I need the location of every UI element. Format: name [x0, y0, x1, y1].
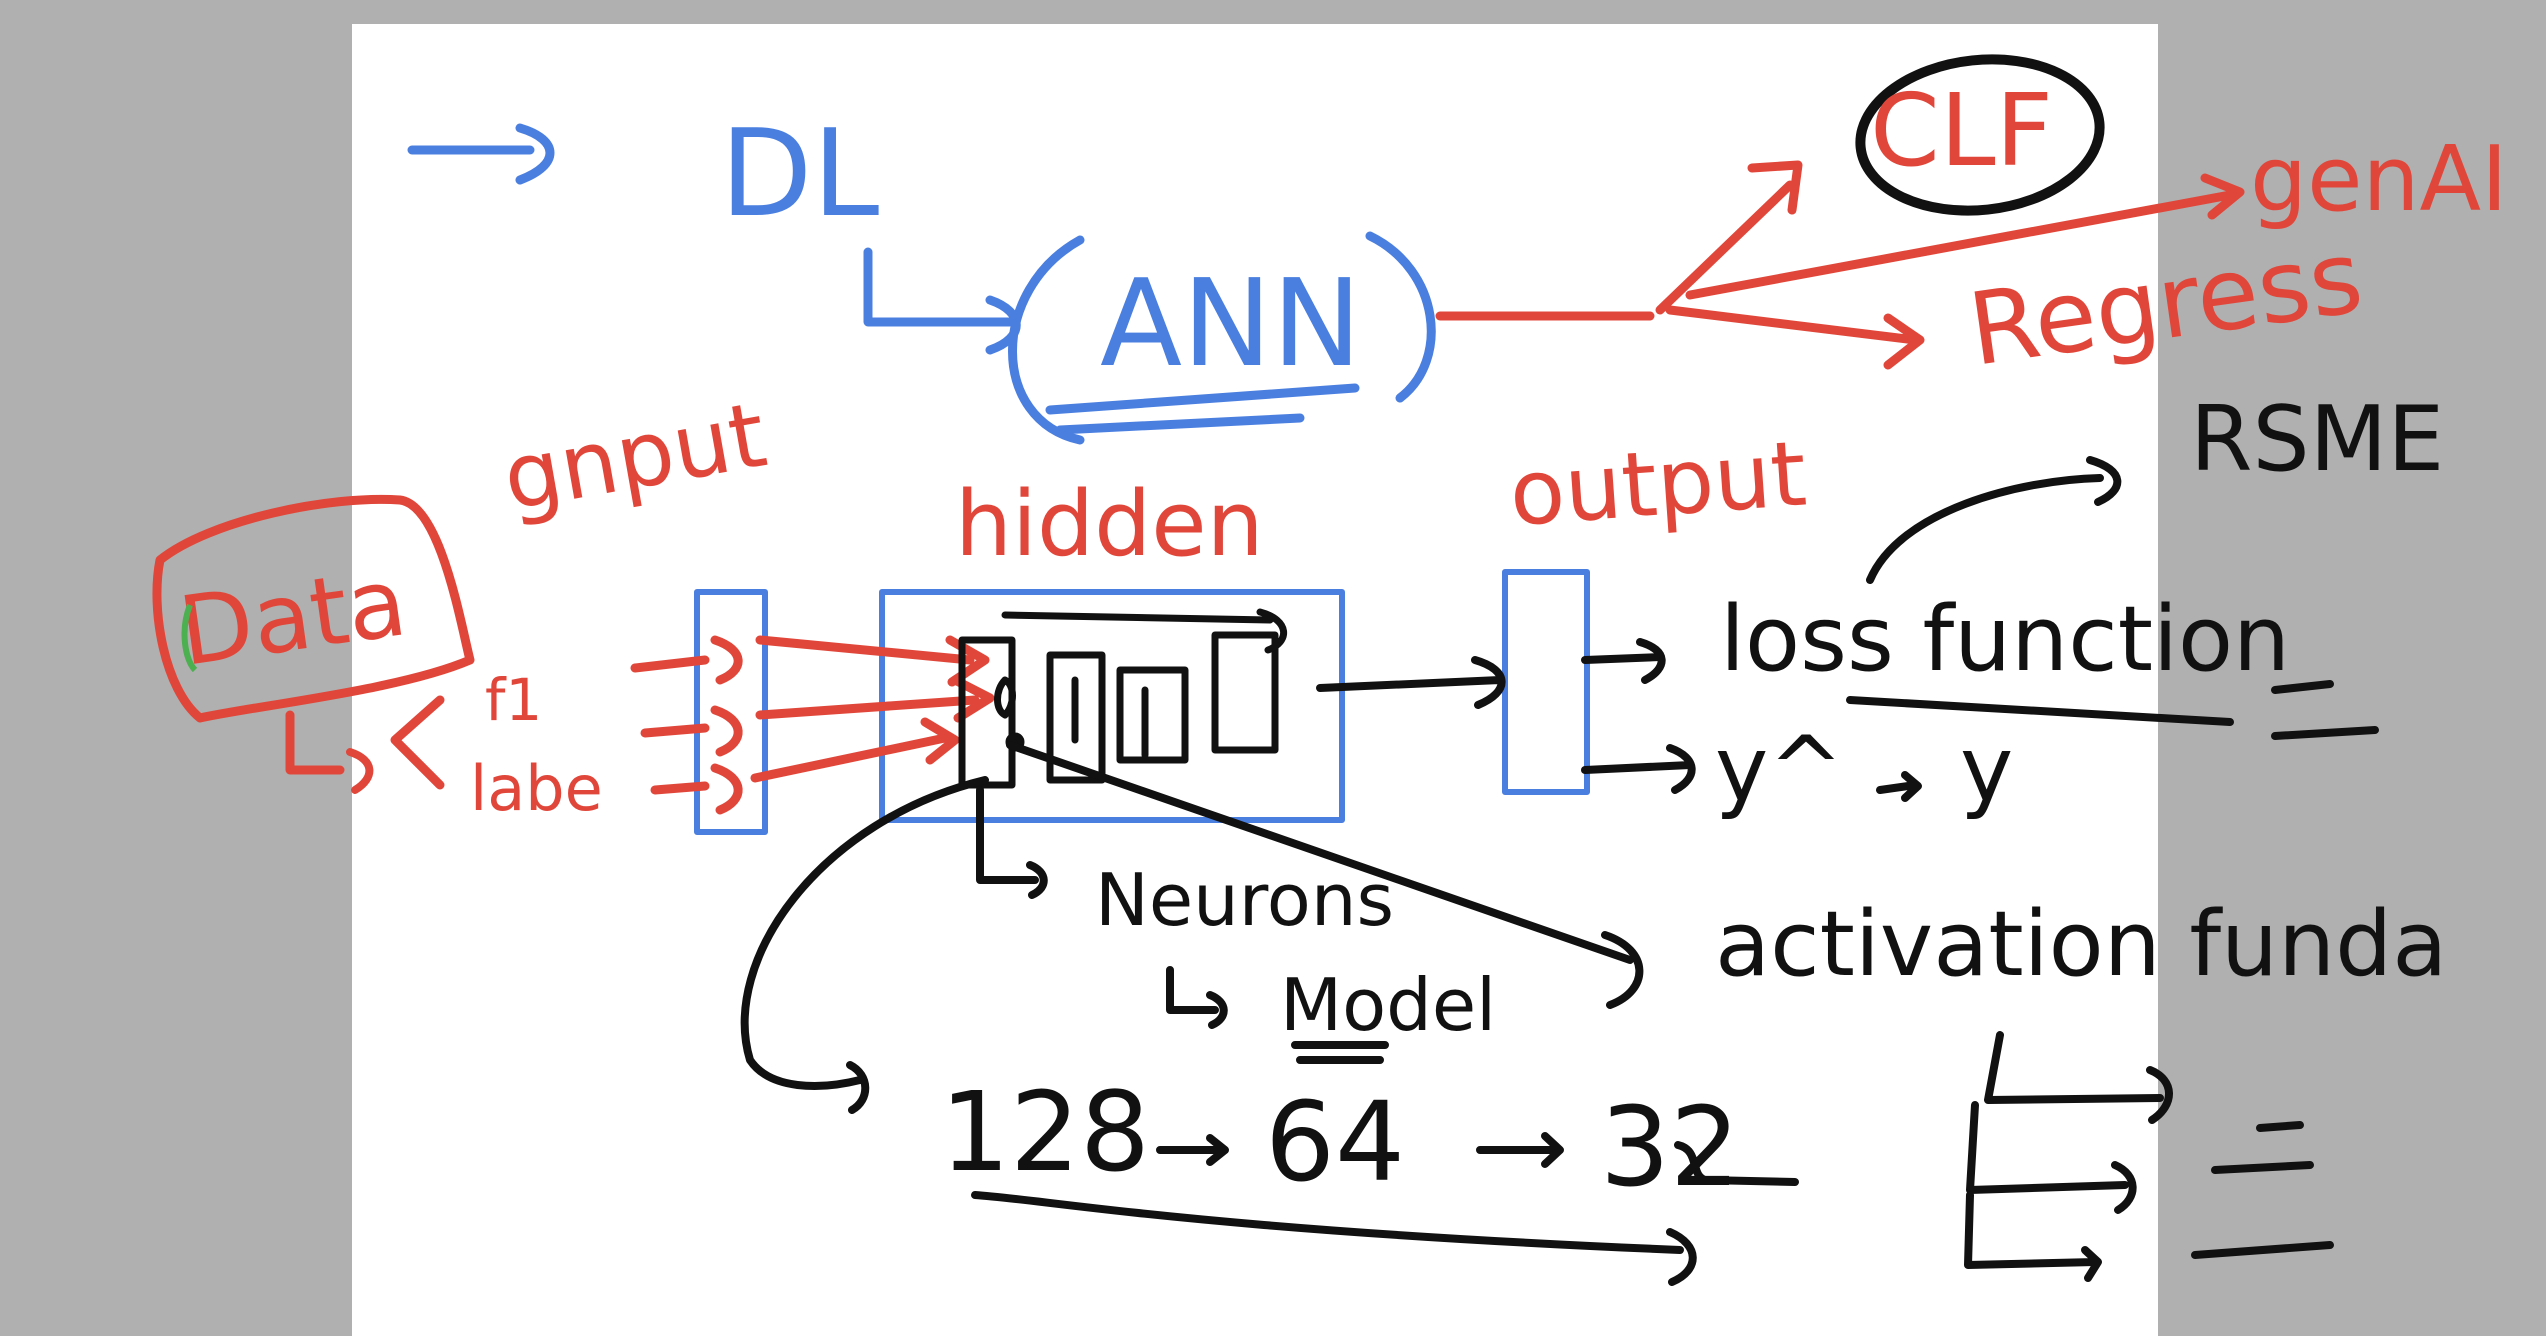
data-small-arrow: [346, 748, 374, 794]
clf-circle: [1855, 54, 2105, 216]
seq-underline-arrow: [971, 1191, 1697, 1286]
ann-label: ANN: [1100, 255, 1362, 394]
genai-label: genAI: [2250, 127, 2508, 232]
seq-128-label: 128: [940, 1068, 1150, 1196]
hidden-label: hidden: [955, 472, 1264, 577]
activation-bracket: [1984, 1031, 2173, 1124]
y-hat-label: y^: [1715, 717, 1844, 822]
arrow-to-regress: [1665, 305, 1925, 370]
loss-equals: [2271, 680, 2379, 740]
dl-label: DL: [720, 105, 879, 244]
dl-pointer-arrow: [407, 123, 555, 185]
ann-outputs: [1435, 160, 2245, 370]
output-to-loss-arrow: [1581, 638, 1666, 684]
neuron-loop-curve: [740, 776, 989, 1114]
ann-left-bracket: [1008, 235, 1085, 445]
activation-label: activation funda: [1715, 892, 2447, 997]
seq-32-label: 32: [1600, 1083, 1740, 1211]
seq-64-label: 64: [1265, 1078, 1405, 1206]
activation-bracket-3: [1964, 1191, 2102, 1282]
seq-arrow-2: [1476, 1132, 1564, 1168]
hidden-to-output-arrow: [1316, 656, 1506, 709]
y-true-label: y: [1960, 717, 2013, 822]
data-box: [152, 494, 475, 723]
black-connectors: [740, 456, 2379, 1286]
neuron-rect-2: [1046, 651, 1106, 784]
model-underline: [1291, 1041, 1389, 1064]
output-to-yhat-arrow: [1581, 744, 1696, 794]
neuron-rect-4: [1211, 631, 1279, 754]
model-stem: [1166, 966, 1228, 1029]
activation-equals: [2191, 1121, 2334, 1259]
arrow-to-genai: [1685, 173, 2245, 300]
loss-to-rsme-curve: [1866, 456, 2122, 584]
arrow-to-clf: [1655, 160, 1803, 315]
yhat-to-y-arrow: [1876, 771, 1922, 802]
clf-label: CLF: [1870, 72, 2053, 189]
seq-arrow-1: [1156, 1134, 1229, 1166]
data-brace: [390, 695, 445, 790]
data-stem: [285, 710, 345, 775]
activation-bracket-2: [1966, 1101, 2137, 1214]
seq-tail: [1674, 1141, 1799, 1186]
loss-underline: [1846, 696, 2234, 726]
whiteboard-page: [352, 24, 2158, 1336]
neuron-to-activation-line: [1006, 741, 1644, 1009]
hidden-top-arrow: [1001, 608, 1288, 654]
neurons-stem: [976, 786, 1048, 899]
rsme-label: RSME: [2190, 387, 2444, 492]
model-label: Model: [1280, 963, 1496, 1047]
neurons-label: Neurons: [1095, 858, 1394, 942]
loss-function-label: loss function: [1720, 587, 2290, 692]
label-label: labe: [470, 752, 603, 825]
output-label: output: [1506, 421, 1809, 546]
f1-label: f1: [485, 666, 542, 734]
neuron-rect-1: [958, 636, 1016, 789]
green-mark: [181, 603, 198, 673]
neuron-rect-3: [1116, 666, 1189, 764]
ann-right-bracket: [1365, 231, 1436, 403]
ann-underline: [1045, 383, 1360, 435]
dl-branch: [407, 123, 1436, 445]
